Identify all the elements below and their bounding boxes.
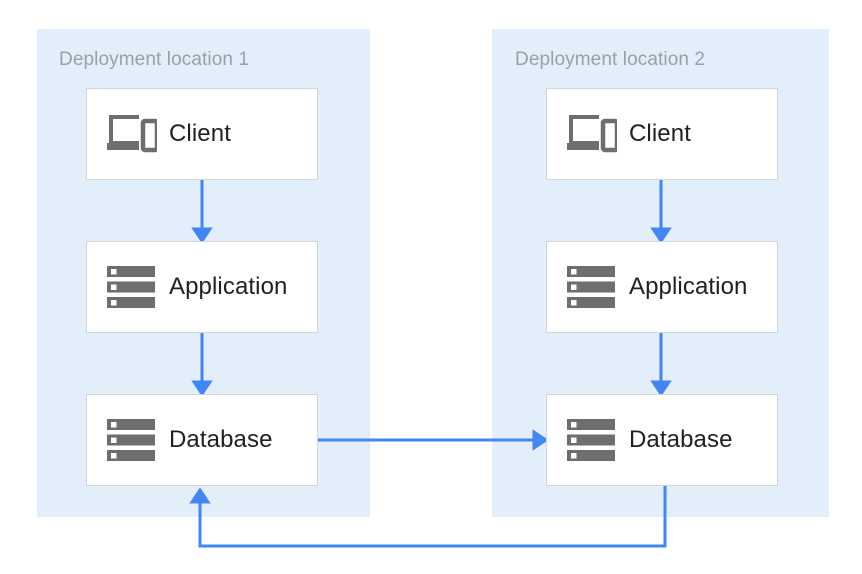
client-devices-icon — [565, 110, 617, 158]
client-devices-icon — [105, 110, 157, 158]
node-application-2-label: Application — [629, 273, 748, 300]
deployment-zone-1-label: Deployment location 1 — [59, 49, 250, 70]
node-client-1-label: Client — [169, 120, 231, 147]
node-database-1-label: Database — [169, 426, 273, 453]
node-client-2-label: Client — [629, 120, 691, 147]
node-application-2[interactable]: Application — [546, 241, 778, 333]
server-stack-icon — [565, 263, 617, 311]
node-client-2[interactable]: Client — [546, 88, 778, 180]
node-database-2-label: Database — [629, 426, 733, 453]
node-database-2[interactable]: Database — [546, 394, 778, 486]
server-stack-icon — [105, 263, 157, 311]
node-client-1[interactable]: Client — [86, 88, 318, 180]
server-stack-icon — [565, 416, 617, 464]
node-application-1-label: Application — [169, 273, 288, 300]
deployment-zone-2-label: Deployment location 2 — [515, 49, 706, 70]
node-database-1[interactable]: Database — [86, 394, 318, 486]
server-stack-icon — [105, 416, 157, 464]
node-application-1[interactable]: Application — [86, 241, 318, 333]
